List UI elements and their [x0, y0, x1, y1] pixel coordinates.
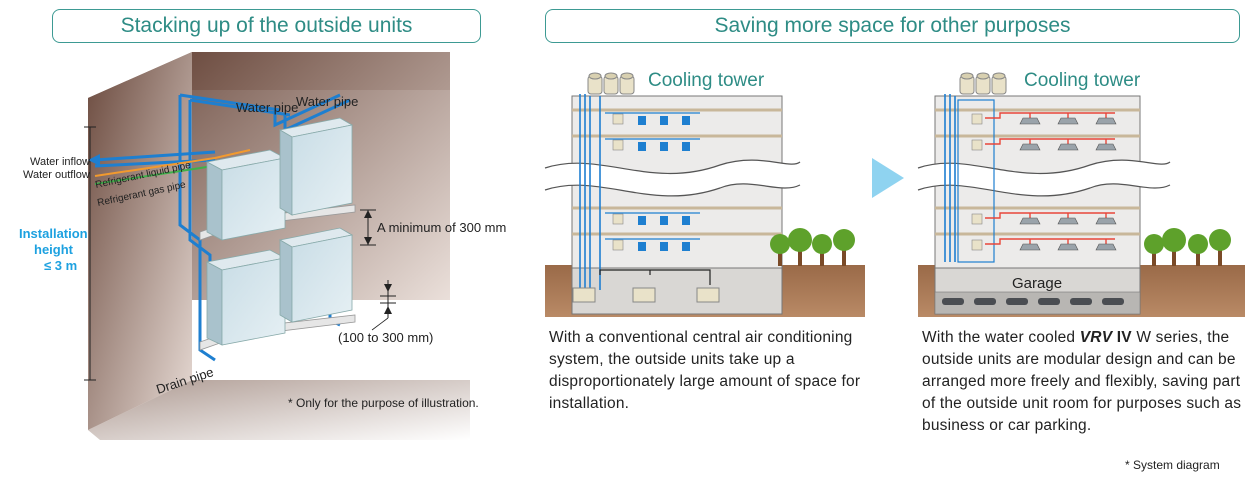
vrv-indoor-units — [985, 112, 1117, 251]
outside-unit-upper-right — [278, 117, 354, 216]
side-wall — [88, 52, 192, 430]
refrigerant-liquid-pipe — [94, 149, 251, 177]
outside-unit-upper-left — [205, 149, 287, 241]
garage-label: Garage — [1012, 275, 1062, 292]
vrv-building-diagram — [917, 72, 1245, 317]
water-pipe-label-2: Water pipe — [296, 94, 358, 109]
conventional-trees — [770, 228, 855, 266]
water-pipe-label-1: Water pipe — [236, 100, 298, 115]
conventional-building-diagram — [544, 72, 865, 317]
system-diagram-note: * System diagram — [1125, 458, 1220, 472]
conventional-break — [545, 160, 800, 196]
vrv-outdoor-modules — [971, 113, 983, 251]
stacking-diagram — [84, 52, 470, 440]
vrv-caption-post: W series, the outside units are modular … — [922, 329, 1242, 434]
stacking-heading: Stacking up of the outside units — [52, 9, 481, 43]
base-range-label: (100 to 300 mm) — [338, 330, 433, 345]
installation-height-label-3: ≤ 3 m — [44, 258, 77, 273]
conventional-basement — [571, 267, 783, 315]
conventional-indoor-units — [605, 112, 700, 251]
comparison-arrow — [872, 158, 904, 198]
installation-height-label-2: height — [34, 242, 74, 257]
saving-space-heading-text: Saving more space for other purposes — [714, 14, 1071, 37]
vrv-cooling-tower-label: Cooling tower — [1024, 70, 1141, 91]
conventional-basement-units — [572, 269, 720, 303]
outside-unit-lower-right — [278, 227, 354, 323]
illustration-note: * Only for the purpose of illustration. — [288, 396, 479, 410]
water-inflow-label: Water inflow — [30, 156, 90, 168]
conventional-cooling-tower-label: Cooling tower — [648, 70, 765, 91]
min-spacing-label: A minimum of 300 mm — [377, 220, 506, 235]
outside-unit-lower-left — [205, 249, 287, 346]
vrv-caption: With the water cooled VRV IV W series, t… — [922, 327, 1244, 437]
vrv-parked-cars — [942, 298, 1124, 305]
vrv-trees — [1144, 228, 1231, 266]
stacking-heading-text: Stacking up of the outside units — [120, 14, 413, 37]
conventional-caption: With a conventional central air conditio… — [549, 329, 861, 412]
saving-space-heading: Saving more space for other purposes — [545, 9, 1240, 43]
water-outflow-label: Water outflow — [23, 169, 90, 181]
vrv-cooling-tower — [959, 72, 1007, 95]
vrv-brand: VRV — [1079, 329, 1113, 346]
vrv-caption-pre: With the water cooled — [922, 329, 1080, 346]
water-inflow-arrow — [88, 154, 100, 166]
vrv-model: IV — [1112, 329, 1132, 346]
floor — [88, 380, 470, 440]
installation-height-label-1: Installation — [19, 226, 88, 241]
vrv-break — [918, 160, 1170, 196]
conventional-cooling-tower — [587, 72, 635, 95]
